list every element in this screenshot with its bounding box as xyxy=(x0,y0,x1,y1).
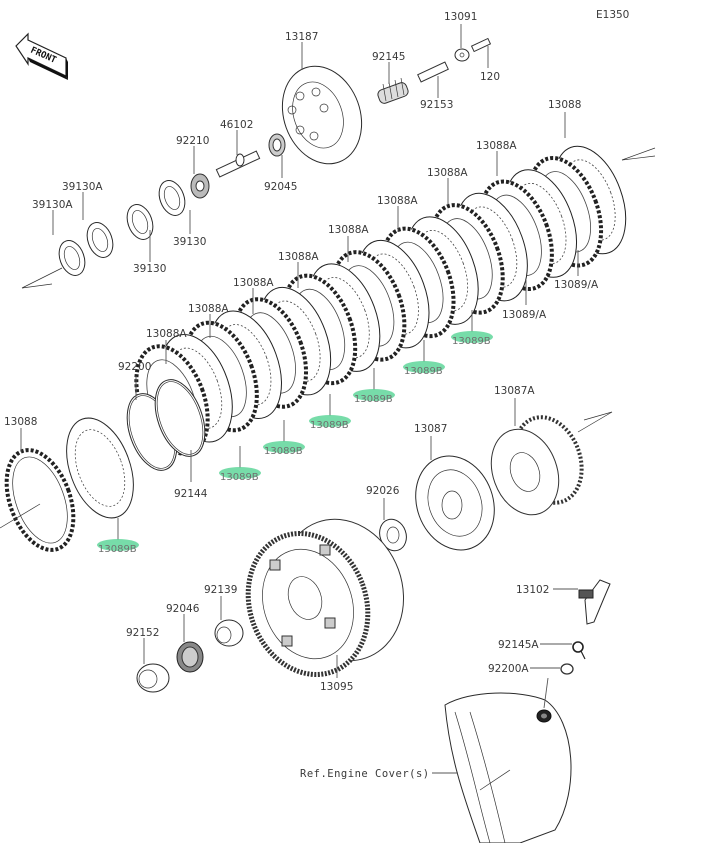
callout-13088A-3[interactable]: 13088A xyxy=(377,195,418,207)
callout-92144[interactable]: 92144 xyxy=(174,488,208,500)
callout-92200A[interactable]: 92200A xyxy=(488,663,529,675)
plate-inner-edge xyxy=(171,347,223,429)
front-arrow-icon: FRONT xyxy=(15,32,68,80)
callout-13088A-8[interactable]: 13088A xyxy=(146,328,187,340)
callout-13088A-2[interactable]: 13088A xyxy=(427,167,468,179)
seal-92200A[interactable] xyxy=(560,663,574,675)
callout-92045[interactable]: 92045 xyxy=(264,181,297,193)
clutch-hub-13087A[interactable] xyxy=(480,408,593,525)
callout-39130A-upper[interactable]: 39130A xyxy=(62,181,103,193)
callout-13089B[interactable]: 13089B xyxy=(264,446,303,457)
collar-92139[interactable] xyxy=(214,619,244,647)
highlight-marker xyxy=(353,389,395,401)
release-lever-13102[interactable] xyxy=(578,579,611,625)
highlighted-callouts: 13089B 13089B 13089B 13089B 13089B 13089B 1308… xyxy=(97,310,493,555)
callout-13088A-1[interactable]: 13088A xyxy=(476,140,517,152)
bearing-92045[interactable] xyxy=(268,133,286,157)
plate-inner-edge xyxy=(318,277,370,359)
highlight-marker xyxy=(403,361,445,373)
judder-spring-92144[interactable] xyxy=(146,373,215,463)
callout-92210[interactable]: 92210 xyxy=(176,135,209,147)
plate-inner-edge xyxy=(416,230,469,312)
collar-92152[interactable] xyxy=(136,663,170,693)
callout-13089B[interactable]: 13089B xyxy=(452,336,491,347)
washer-92026[interactable] xyxy=(375,516,410,555)
highlight-marker xyxy=(97,539,139,551)
callout-92145[interactable]: 92145 xyxy=(372,51,405,63)
callout-13087[interactable]: 13087 xyxy=(414,423,447,435)
reference-label[interactable]: Ref.Engine Cover(s) xyxy=(300,768,430,780)
friction-plate-13088-bottom[interactable] xyxy=(0,441,86,559)
clutch-housing-13095[interactable] xyxy=(229,502,423,692)
bolt-holder-13091[interactable] xyxy=(454,48,470,62)
callout-13087A[interactable]: 13087A xyxy=(494,385,535,397)
highlight-marker xyxy=(451,331,493,343)
callout-13089B[interactable]: 13089B xyxy=(98,544,137,555)
callout-13187[interactable]: 13187 xyxy=(285,31,318,43)
callout-13088A-4[interactable]: 13088A xyxy=(328,224,369,236)
spring-92145[interactable] xyxy=(377,77,410,105)
callout-13089B[interactable]: 13089B xyxy=(310,420,349,431)
callout-120[interactable]: 120 xyxy=(480,71,500,83)
clutch-boss-13087[interactable] xyxy=(403,445,507,561)
callout-46102[interactable]: 46102 xyxy=(220,119,253,131)
highlight-marker xyxy=(309,415,351,427)
callout-13088A-7[interactable]: 13088A xyxy=(188,303,229,315)
engine-cover-reference[interactable] xyxy=(444,692,572,843)
push-rod-46102[interactable] xyxy=(215,150,261,178)
lock-washers-39130[interactable] xyxy=(55,177,190,279)
callout-92200[interactable]: 92200 xyxy=(118,361,151,373)
callout-92046[interactable]: 92046 xyxy=(166,603,200,615)
bearing-92210[interactable] xyxy=(190,173,210,199)
callout-39130-lower[interactable]: 39130 xyxy=(133,263,166,275)
callout-13088A-5[interactable]: 13088A xyxy=(278,251,319,263)
callout-13089A-1[interactable]: 13089/A xyxy=(554,279,599,291)
spring-92145A[interactable] xyxy=(572,641,586,660)
steel-plate-13089B-bottom[interactable] xyxy=(54,409,146,527)
callout-92139[interactable]: 92139 xyxy=(204,584,237,596)
callout-92145A[interactable]: 92145A xyxy=(498,639,539,651)
needle-bearing-92046[interactable] xyxy=(176,641,204,673)
plate-inner-edge xyxy=(367,253,419,335)
callout-39130A-lower[interactable]: 39130A xyxy=(32,199,73,211)
pressure-plate-13187[interactable] xyxy=(269,55,375,175)
callout-13089B[interactable]: 13089B xyxy=(354,394,393,405)
bolt-120[interactable] xyxy=(470,37,492,53)
plate-inner-edge xyxy=(220,324,272,406)
callout-92026[interactable]: 92026 xyxy=(366,485,400,497)
callout-13088-top[interactable]: 13088 xyxy=(548,99,581,111)
highlight-marker xyxy=(263,441,305,453)
callout-13102[interactable]: 13102 xyxy=(516,584,549,596)
callout-13088A-6[interactable]: 13088A xyxy=(233,277,274,289)
plate-inner-edge xyxy=(269,300,321,382)
callout-39130-upper[interactable]: 39130 xyxy=(173,236,206,248)
highlight-marker xyxy=(219,467,261,479)
callout-13089B[interactable]: 13089B xyxy=(220,472,259,483)
callout-92152[interactable]: 92152 xyxy=(126,627,159,639)
callout-13091[interactable]: 13091 xyxy=(444,11,477,23)
callout-13089B[interactable]: 13089B xyxy=(404,366,443,377)
callout-13095[interactable]: 13095 xyxy=(320,681,353,693)
plate-inner-edge xyxy=(515,182,567,265)
plate-inner-edge xyxy=(564,159,616,241)
plate-inner-edge xyxy=(466,206,518,288)
callout-13088-bottom[interactable]: 13088 xyxy=(4,416,37,428)
stud-92153[interactable] xyxy=(417,61,449,83)
callout-92153[interactable]: 92153 xyxy=(420,99,453,111)
diagram-id: E1350 xyxy=(596,9,629,21)
callout-13089A-2[interactable]: 13089/A xyxy=(502,309,547,321)
